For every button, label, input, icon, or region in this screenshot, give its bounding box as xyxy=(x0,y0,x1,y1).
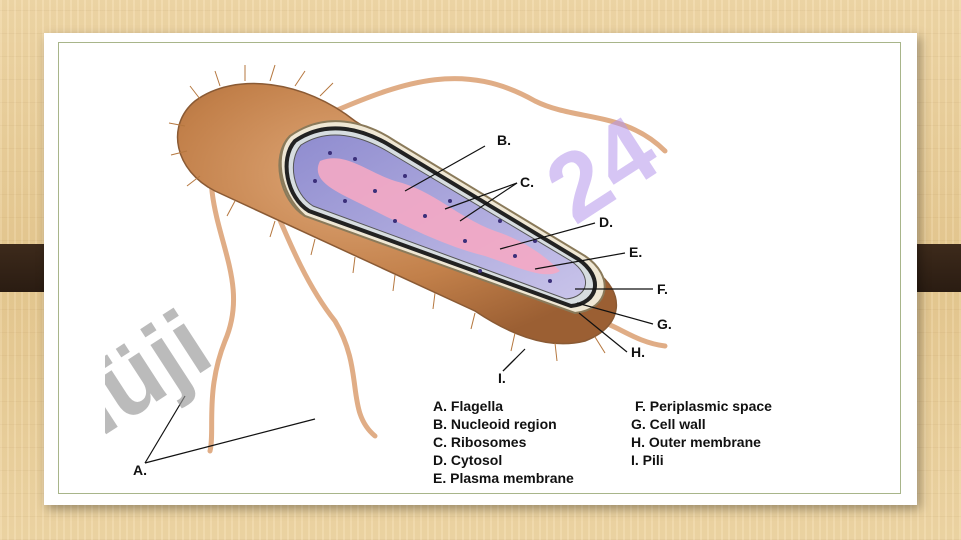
legend-pili: I. Pili xyxy=(631,452,664,468)
legend-plasma-membrane: E. Plasma membrane xyxy=(433,470,574,486)
pili xyxy=(168,64,606,362)
legend-periplasmic: F. Periplasmic space xyxy=(635,398,772,414)
card-frame xyxy=(58,42,901,494)
label-b: B. xyxy=(497,132,511,148)
leader-lines xyxy=(144,145,654,464)
slide-card: B. C. D. E. F. G. H. I. A. A. Flagella B… xyxy=(44,33,917,505)
label-h: H. xyxy=(631,344,645,360)
legend-nucleoid: B. Nucleoid region xyxy=(433,416,557,432)
label-e: E. xyxy=(629,244,642,260)
cell-envelope xyxy=(278,120,606,315)
watermark-purple: 24 xyxy=(528,96,676,244)
label-d: D. xyxy=(599,214,613,230)
nucleoid xyxy=(317,158,560,275)
legend-flagella: A. Flagella xyxy=(433,398,503,414)
flagellum-3 xyxy=(332,76,668,154)
legend-outer-membrane: H. Outer membrane xyxy=(631,434,761,450)
legend-ribosomes: C. Ribosomes xyxy=(433,434,527,450)
label-f: F. xyxy=(657,281,668,297)
label-i: I. xyxy=(498,370,506,386)
legend: A. Flagella B. Nucleoid region C. Riboso… xyxy=(433,398,772,486)
ribosomes xyxy=(313,151,552,283)
label-c: C. xyxy=(520,174,534,190)
legend-cytosol: D. Cytosol xyxy=(433,452,502,468)
label-g: G. xyxy=(657,316,672,332)
bacterium-diagram: B. C. D. E. F. G. H. I. A. A. Flagella B… xyxy=(105,64,772,486)
label-a: A. xyxy=(133,462,147,478)
legend-cell-wall: G. Cell wall xyxy=(631,416,706,432)
flagellum-1 xyxy=(207,133,237,454)
component-labels: B. C. D. E. F. G. H. I. A. xyxy=(133,132,672,478)
